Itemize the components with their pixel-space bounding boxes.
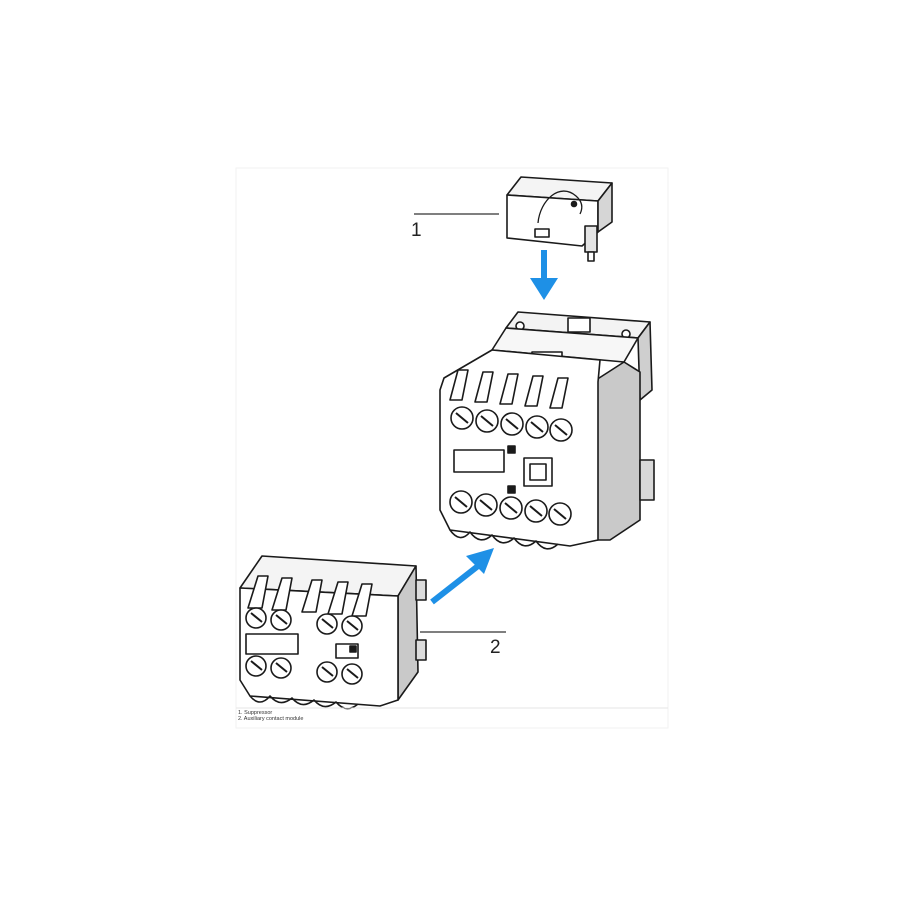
callout-2-number: 2 [490, 637, 501, 658]
suppressor [506, 176, 613, 262]
callout-1-number: 1 [411, 220, 422, 241]
auxiliary-contact-module [239, 555, 427, 710]
diagonal-arrow-icon [430, 548, 494, 605]
legend: 1. Suppressor 2. Auxiliary contact modul… [238, 710, 303, 723]
legend-item-1: 1. Suppressor [238, 710, 273, 716]
figure-frame [235, 167, 669, 729]
legend-item-2: 2. Auxiliary contact module [238, 716, 304, 723]
contactor [439, 311, 655, 550]
down-arrow-icon [530, 250, 558, 300]
